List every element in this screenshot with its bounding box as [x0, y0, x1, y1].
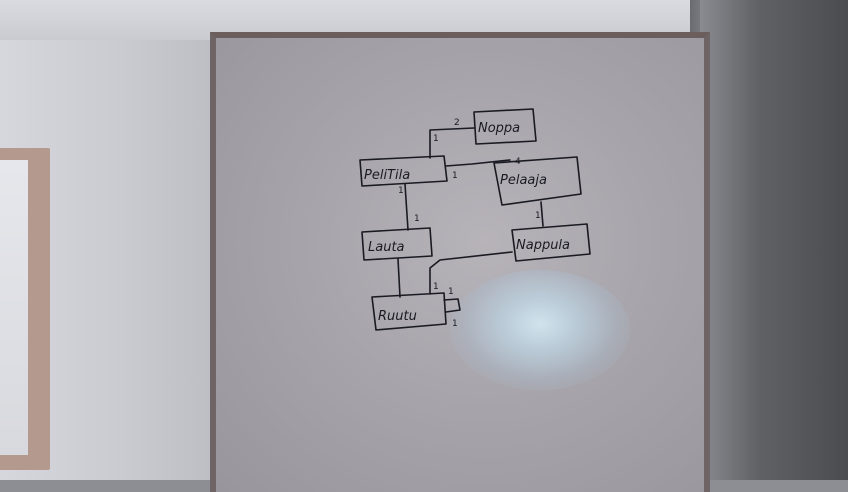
- mult-noppa-end: 2: [454, 118, 460, 128]
- mult-noppa-pelitila-end: 1: [433, 134, 439, 144]
- whiteboard: [210, 32, 710, 492]
- lauta-ruutu-edge: [397, 258, 401, 298]
- noppa-box: [473, 108, 537, 145]
- pelitila-lauta-edge: [404, 183, 409, 231]
- pelitila-pelaaja-edge: [445, 159, 511, 167]
- nappula-box: [511, 223, 591, 262]
- mult-pelitila-pelaaja-end: 4: [515, 157, 521, 167]
- lauta-label: Lauta: [368, 240, 405, 255]
- mult-pelaaja-nappula: 1: [535, 211, 541, 221]
- picture-canvas: [0, 160, 28, 455]
- mult-ruutu-self-1: 1: [448, 287, 454, 297]
- pelaaja-nappula-edge: [540, 201, 544, 227]
- pelitila-label: PeliTila: [364, 168, 410, 183]
- nappula-ruutu-edge: [429, 251, 513, 295]
- light-glare: [450, 270, 630, 390]
- pelaaja-box: [493, 156, 582, 206]
- mult-ruutu-self-2: 1: [452, 319, 458, 329]
- ruutu-label: Ruutu: [378, 309, 417, 324]
- nappula-label: Nappula: [516, 238, 570, 253]
- uml-class-diagram: Noppa PeliTila Pelaaja Lauta Nappula Ruu…: [359, 108, 591, 331]
- mult-pelitila-lauta-end: 1: [414, 214, 420, 224]
- wall-right: [700, 0, 848, 480]
- noppa-label: Noppa: [478, 121, 520, 136]
- noppa-pelitila-edge: [429, 127, 475, 159]
- ruutu-self-edge: [443, 298, 461, 313]
- picture-frame: [0, 148, 50, 470]
- mult-pelitila-pelaaja-start: 1: [452, 171, 458, 181]
- mult-pelitila-lauta-start: 1: [398, 186, 404, 196]
- pelaaja-label: Pelaaja: [500, 173, 547, 188]
- mult-nappula-ruutu: 1: [433, 282, 439, 292]
- pelitila-box: [359, 155, 448, 187]
- ruutu-box: [371, 292, 447, 331]
